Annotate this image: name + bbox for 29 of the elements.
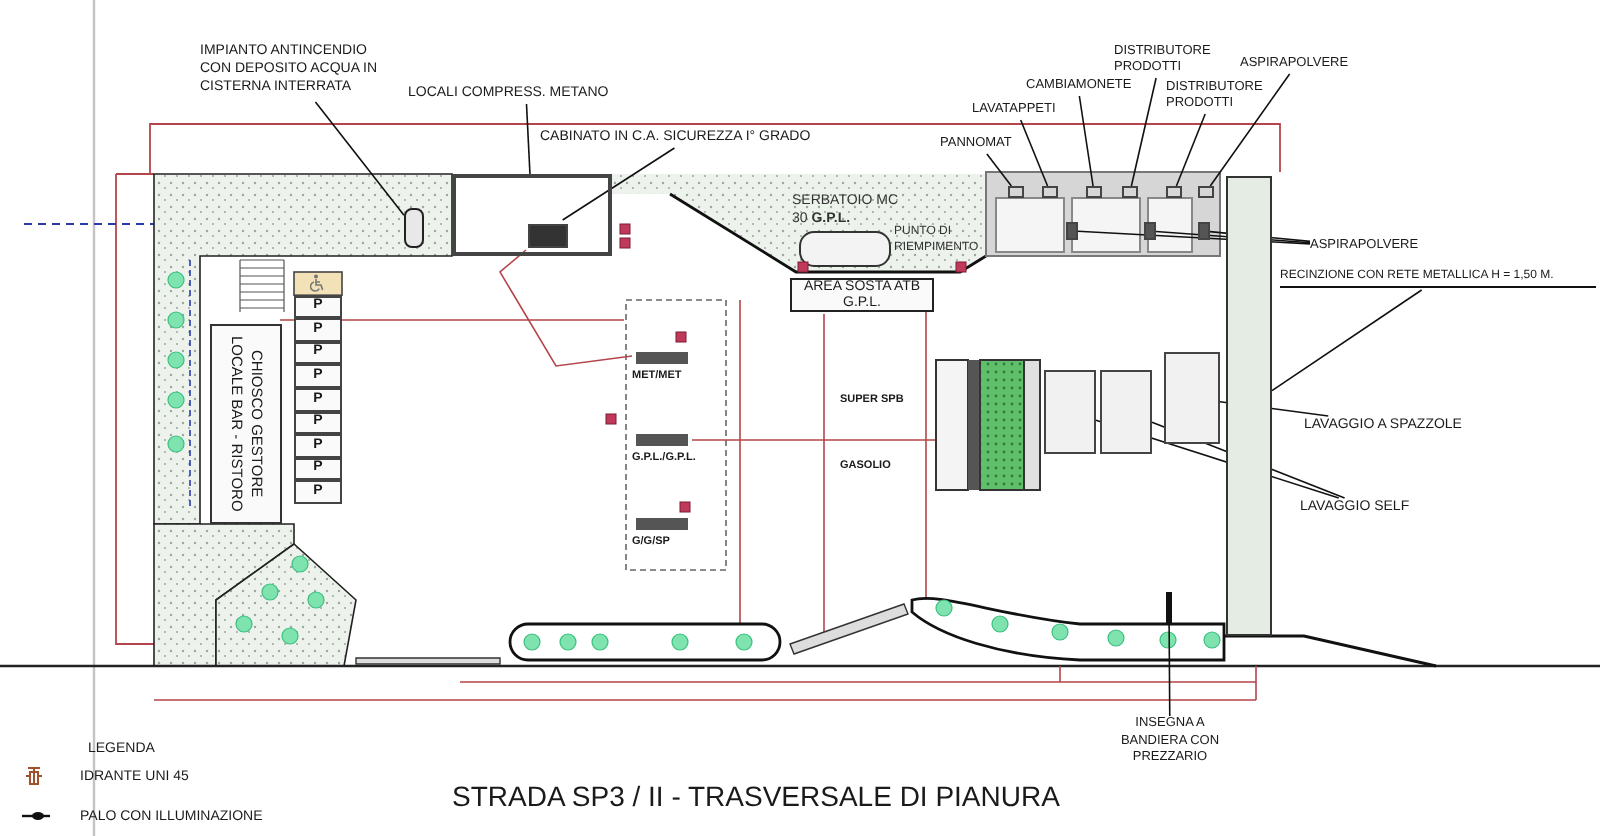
vacuum-symbol xyxy=(1144,222,1156,240)
self-wash-bay xyxy=(1044,370,1096,454)
leader-line xyxy=(1175,113,1206,187)
cabin-symbol xyxy=(528,224,568,248)
equipment-symbol xyxy=(1086,186,1102,198)
equipment-symbol xyxy=(1166,186,1182,198)
leader-line xyxy=(561,147,676,221)
vacuum-symbol xyxy=(1066,222,1078,240)
road-name: STRADA SP3 / II - TRASVERSALE DI PIANURA xyxy=(452,778,1062,816)
leader-line xyxy=(1271,289,1423,392)
equipment-symbol xyxy=(1198,186,1214,198)
equipment-symbol xyxy=(1122,186,1138,198)
leader-line xyxy=(525,103,531,175)
leader-line xyxy=(314,101,405,216)
water-tank-symbol xyxy=(404,208,424,248)
equipment-symbol xyxy=(1008,186,1024,198)
self-wash-bay xyxy=(1100,370,1152,454)
fence-strip xyxy=(1226,176,1272,636)
leader-line xyxy=(986,153,1013,187)
compressor-room xyxy=(452,174,612,256)
leader-line xyxy=(1209,73,1291,187)
equipment-symbol xyxy=(1042,186,1058,198)
leader-line xyxy=(1078,95,1094,187)
leader-line xyxy=(1130,77,1157,187)
vacuum-symbol xyxy=(1198,222,1210,240)
brush-wash-bay xyxy=(1164,352,1220,444)
leader-line xyxy=(1019,119,1049,187)
leader-line xyxy=(1168,623,1171,717)
sign-pole xyxy=(1166,592,1172,624)
